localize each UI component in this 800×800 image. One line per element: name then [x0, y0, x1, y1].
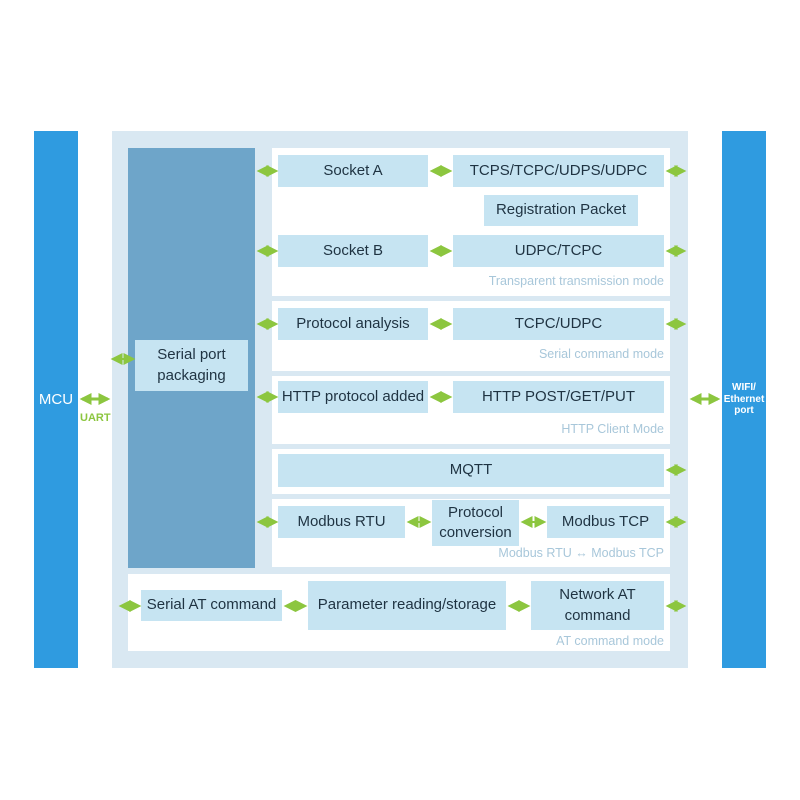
registration-packet-box: Registration Packet [484, 195, 638, 226]
socket-a-protocols-box: TCPS/TCPC/UDPS/UDPC [453, 155, 664, 187]
transparent-mode-label: Transparent transmission mode [488, 274, 664, 288]
modbus-mode-label: Modbus RTU ↔ Modbus TCP [498, 546, 664, 560]
network-port-label: WIFI/ Ethernet port [723, 382, 765, 417]
modbus-rtu-box: Modbus RTU [278, 506, 405, 538]
serial-at-command-box: Serial AT command [141, 590, 282, 621]
http-methods-box: HTTP POST/GET/PUT [453, 381, 664, 413]
serial-packaging-box: Serial port packaging [135, 340, 248, 391]
network-port-bar: WIFI/ Ethernet port [722, 131, 766, 668]
mqtt-box: MQTT [278, 454, 664, 487]
uart-label: UART [80, 412, 111, 424]
protocol-analysis-box: Protocol analysis [278, 308, 428, 340]
modbus-tcp-box: Modbus TCP [547, 506, 664, 538]
mcu-label: MCU [38, 391, 74, 408]
socket-a-box: Socket A [278, 155, 428, 187]
serial-command-mode-label: Serial command mode [538, 347, 664, 361]
serial-command-protocols-box: TCPC/UDPC [453, 308, 664, 340]
parameter-storage-box: Parameter reading/storage [308, 581, 506, 630]
socket-b-box: Socket B [278, 235, 428, 267]
http-protocol-added-box: HTTP protocol added [278, 381, 428, 413]
at-mode-label: AT command mode [556, 634, 664, 648]
mcu-bar: MCU [34, 131, 78, 668]
socket-b-protocols-box: UDPC/TCPC [453, 235, 664, 267]
network-at-command-box: Network AT command [531, 581, 664, 630]
http-mode-label: HTTP Client Mode [561, 422, 664, 436]
protocol-conversion-box: Protocol conversion [432, 500, 519, 546]
